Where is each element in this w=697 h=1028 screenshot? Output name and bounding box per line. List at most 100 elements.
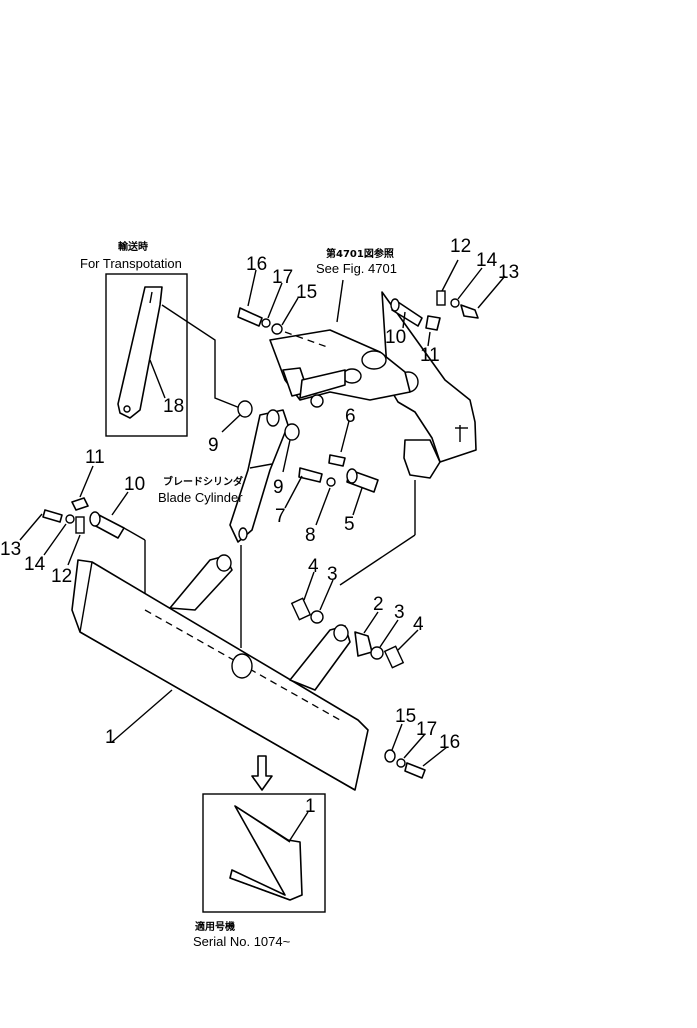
leader-8 bbox=[315, 487, 331, 526]
serial-note-jp: 適用号機 bbox=[195, 920, 235, 933]
leader-4-lower bbox=[397, 629, 419, 651]
blade bbox=[71, 554, 369, 791]
leader-18 bbox=[149, 359, 166, 399]
callout-3-lower: 3 bbox=[394, 602, 405, 623]
serial-note-en: Serial No. 1074~ bbox=[193, 934, 291, 949]
leader-11-upper bbox=[427, 331, 431, 347]
pin-10-leader bbox=[123, 527, 146, 541]
cone-11-left bbox=[71, 497, 89, 511]
leader-3-lower bbox=[379, 619, 399, 648]
upper-left-fasteners bbox=[237, 269, 331, 349]
serial-inset-frame bbox=[202, 793, 326, 913]
callout-4-lower: 4 bbox=[413, 614, 424, 635]
washer-15-lower bbox=[384, 749, 396, 763]
callout-9-right: 9 bbox=[273, 477, 284, 498]
lower-right-fasteners bbox=[384, 723, 448, 779]
leader-10-left bbox=[111, 491, 129, 516]
leader-14-left bbox=[43, 523, 67, 556]
callout-14-upper: 14 bbox=[476, 250, 498, 271]
leader-15-upper bbox=[281, 297, 299, 326]
leader-16-lower bbox=[422, 746, 448, 767]
cylinder-ring bbox=[249, 463, 273, 469]
serial-inset-bottom-edge bbox=[229, 877, 291, 901]
callout-12-left: 12 bbox=[51, 566, 72, 587]
frame-leader-2 bbox=[339, 534, 416, 586]
serial-inset-leader-1 bbox=[289, 811, 309, 841]
upper-right-fasteners bbox=[390, 259, 506, 347]
bolt-13-upper bbox=[460, 304, 479, 319]
blade-cylinder-mount bbox=[231, 653, 253, 679]
callout-8: 8 bbox=[305, 525, 316, 546]
bolt-4-lower bbox=[383, 645, 405, 669]
leader-9-right bbox=[282, 439, 291, 473]
washer-17-upper bbox=[261, 318, 271, 328]
bolt-13-left bbox=[42, 509, 63, 523]
pin-10-left-end bbox=[89, 511, 101, 527]
leader-12-upper bbox=[441, 259, 459, 292]
leader-9-left bbox=[221, 414, 241, 433]
callout-4-upper: 4 bbox=[308, 556, 319, 577]
leader-1 bbox=[111, 689, 173, 743]
leader-17-upper bbox=[267, 282, 283, 319]
washer-14-upper bbox=[450, 298, 460, 308]
plate-12-upper bbox=[436, 290, 446, 306]
see-fig-note-jp: 第4701図参照 bbox=[326, 247, 394, 260]
callout-3-upper: 3 bbox=[327, 564, 338, 585]
cone-11-upper bbox=[425, 315, 441, 331]
frame-yoke-pin bbox=[310, 394, 324, 408]
frame-arm bbox=[299, 369, 346, 399]
blade-end-edge bbox=[79, 561, 93, 633]
blade-lower-edge bbox=[79, 631, 356, 791]
callout-6: 6 bbox=[345, 406, 356, 427]
plate-12-left bbox=[75, 516, 85, 534]
serial-inset-top-edge bbox=[234, 805, 291, 843]
leader-5 bbox=[352, 487, 363, 516]
washer-3-lower bbox=[370, 646, 384, 660]
cylinder-body bbox=[229, 409, 289, 543]
washer-17-lower bbox=[396, 758, 406, 768]
callout-13-upper: 13 bbox=[498, 262, 519, 283]
washer-9-right bbox=[284, 423, 300, 441]
leader-17-lower bbox=[403, 733, 426, 759]
callouts: 18 16 17 15 12 14 13 10 11 9 9 6 7 8 5 1… bbox=[0, 236, 519, 817]
callout-11-left: 11 bbox=[85, 447, 105, 468]
leader-13-left bbox=[19, 513, 43, 541]
washer-14-left bbox=[65, 514, 75, 524]
leader-12-left bbox=[67, 534, 81, 566]
pin-10-upper-end bbox=[390, 298, 400, 312]
callout-1-serial: 1 bbox=[305, 796, 316, 817]
bolt-4-upper bbox=[290, 597, 312, 621]
frame-pivot bbox=[361, 350, 387, 370]
leader-3-upper bbox=[319, 579, 334, 611]
cylinder-bottom-eye bbox=[238, 527, 248, 541]
transport-inset-frame bbox=[105, 273, 188, 437]
see-fig-leader bbox=[336, 279, 344, 323]
washer-8 bbox=[326, 477, 336, 487]
leader-11-left bbox=[79, 465, 94, 498]
washer-3-upper bbox=[310, 610, 324, 624]
leader-13-upper bbox=[477, 275, 506, 309]
left-fasteners bbox=[19, 465, 146, 610]
leader-14-upper bbox=[457, 267, 483, 300]
callout-7: 7 bbox=[275, 506, 286, 527]
transport-link-hole bbox=[123, 405, 131, 413]
transport-link-slot bbox=[149, 291, 153, 304]
transport-note-jp: 輸送時 bbox=[118, 240, 148, 253]
bolt-7 bbox=[298, 467, 323, 483]
transport-link-part bbox=[117, 286, 163, 419]
right-pivot-parts bbox=[290, 571, 419, 669]
bolt-16-upper bbox=[237, 307, 263, 327]
blade-cylinder-label-jp: ブレードシリンダ bbox=[163, 475, 243, 488]
callout-12-upper: 12 bbox=[450, 236, 471, 257]
transport-inset: 輸送時 For Transpotation bbox=[80, 240, 241, 437]
leader-7 bbox=[284, 475, 303, 509]
bolt-16-lower bbox=[404, 762, 426, 779]
callout-14-left: 14 bbox=[24, 554, 46, 575]
leader-2 bbox=[363, 611, 379, 634]
callout-5: 5 bbox=[344, 514, 355, 535]
callout-10-upper: 10 bbox=[385, 327, 406, 348]
callout-13-left: 13 bbox=[0, 539, 21, 560]
frame-lower-lug bbox=[403, 439, 441, 479]
callout-2: 2 bbox=[373, 594, 384, 615]
